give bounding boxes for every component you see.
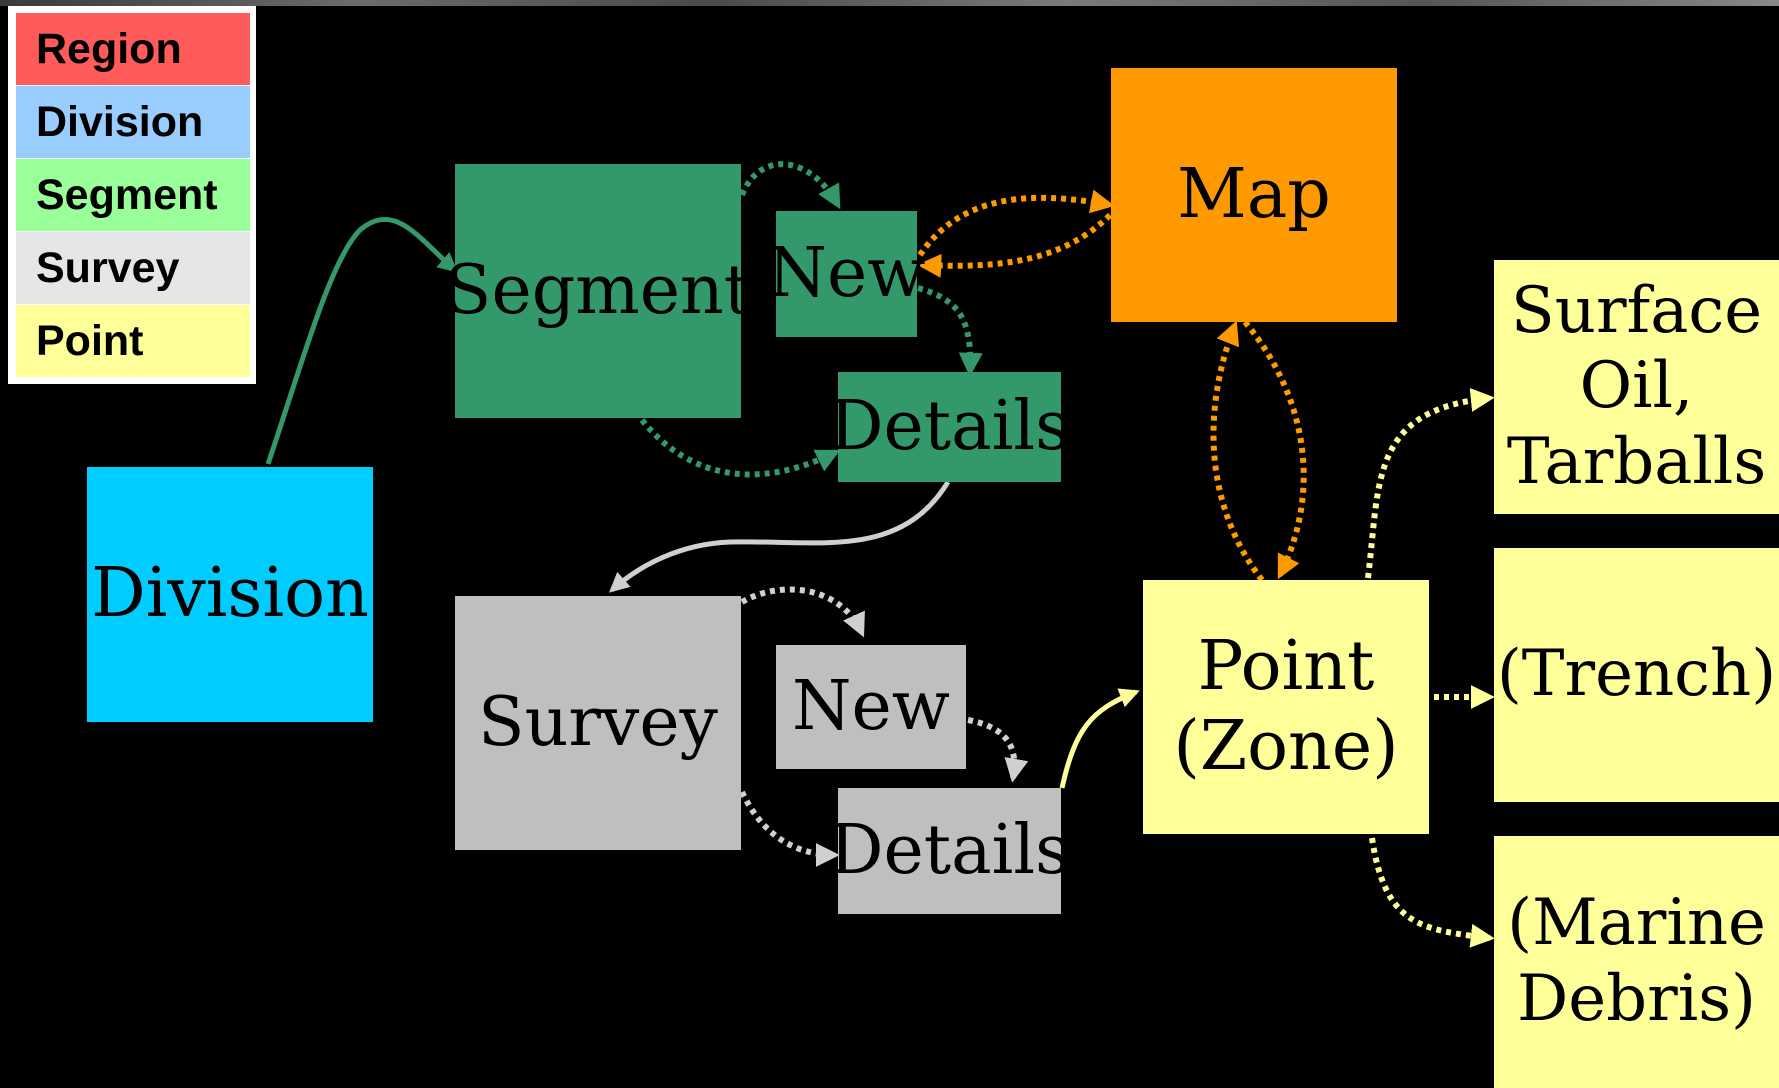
point-zone-label: Point (Zone): [1173, 626, 1399, 786]
legend-item-division: Division: [16, 86, 250, 158]
survey-new-label: New: [792, 666, 950, 746]
arrow-point-to-marine-debris: [1369, 837, 1495, 948]
survey-label: Survey: [478, 682, 718, 762]
survey-new-node: New: [776, 645, 966, 769]
arrow-point-to-map: [1210, 320, 1265, 582]
map-label: Map: [1177, 154, 1331, 234]
legend: Region Division Segment Survey Point: [8, 6, 256, 384]
survey-details-node: Details: [829, 788, 1070, 914]
survey-node: Survey: [455, 596, 741, 850]
arrow-segment-to-new: [739, 161, 841, 210]
map-node: Map: [1111, 68, 1397, 322]
arrow-segment-to-details: [639, 418, 841, 478]
segment-new-node: New: [768, 211, 925, 337]
segment-node: Segment: [445, 164, 751, 418]
segment-details-node: Details: [829, 372, 1070, 482]
arrow-segment-new-to-details: [917, 285, 983, 377]
division-label: Division: [91, 554, 369, 634]
segment-new-label: New: [767, 233, 926, 313]
survey-details-label: Details: [828, 810, 1071, 890]
legend-item-segment: Segment: [16, 159, 250, 231]
segment-details-label: Details: [828, 386, 1071, 466]
division-node: Division: [87, 467, 373, 722]
top-background-strip: [0, 0, 1779, 6]
arrow-division-to-segment: [265, 216, 459, 465]
arrow-survey-new-to-details: [967, 717, 1029, 783]
legend-item-point: Point: [16, 305, 250, 377]
legend-item-region: Region: [16, 13, 250, 85]
arrow-new-to-map: [917, 189, 1115, 257]
marine-debris-node: (Marine Debris): [1494, 836, 1779, 1088]
surface-oil-tarballs-label: Surface Oil, Tarballs: [1506, 273, 1767, 499]
segment-label: Segment: [444, 250, 752, 330]
point-zone-node: Point (Zone): [1143, 580, 1429, 834]
arrow-point-to-surface-oil: [1365, 387, 1495, 579]
legend-item-survey: Survey: [16, 232, 250, 304]
arrow-survey-to-survey-details: [739, 790, 840, 867]
trench-label: (Trench): [1496, 637, 1777, 712]
arrow-map-to-point: [1242, 320, 1307, 580]
arrow-details-to-point: [1059, 688, 1140, 789]
arrow-details-to-survey: [609, 480, 951, 593]
arrow-survey-to-new: [740, 586, 865, 638]
trench-node: (Trench): [1494, 548, 1779, 802]
surface-oil-tarballs-node: Surface Oil, Tarballs: [1494, 260, 1779, 514]
marine-debris-label: (Marine Debris): [1507, 886, 1766, 1036]
